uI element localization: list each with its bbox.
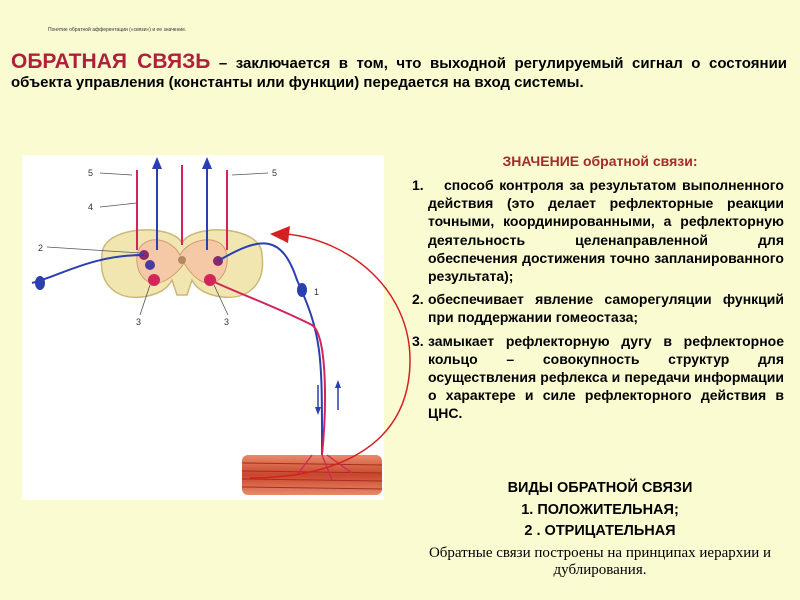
meaning-item-text: замыкает рефлекторную дугу в рефлекторно… [428,332,784,422]
meaning-item: 1. способ контроля за результатом выполн… [412,176,784,285]
types-title: ВИДЫ ОБРАТНОЙ СВЯЗИ [507,480,693,496]
interneuron-mid [145,260,155,270]
type-negative: 2 . ОТРИЦАТЕЛЬНАЯ [524,523,676,539]
diagram-label-5-left: 5 [88,168,93,178]
spinal-ganglion-left [35,276,45,290]
diagram-label-5-right: 5 [272,168,277,178]
meaning-item: 3. замыкает рефлекторную дугу в рефлекто… [412,332,784,423]
meaning-item-number: 1. [412,177,424,193]
meaning-title: ЗНАЧЕНИЕ обратной связи: [502,153,698,169]
diagram-label-4: 4 [88,202,93,212]
meaning-item: 2. обеспечивает явление саморегуляции фу… [412,290,784,326]
meaning-item-text: способ контроля за результатом выполненн… [428,177,784,285]
diagram-label-1: 1 [314,287,319,297]
reflex-arc-diagram: 5 5 4 2 1 3 3 [22,155,384,500]
footer-note: Обратные связи построены на принципах ие… [428,545,772,578]
meaning-item-number: 3. [412,332,424,349]
meaning-item-text: обеспечивает явление саморегуляции функц… [428,291,784,326]
diagram-label-3-right: 3 [224,317,229,327]
spinal-ganglion-right [297,283,307,297]
spinal-cord-illustration: 5 5 4 2 1 3 3 [31,157,383,495]
slide-caption: Понятие обратной афферентации («связи») … [48,27,187,33]
meaning-list: 1. способ контроля за результатом выполн… [412,176,784,428]
definition-paragraph: ОБРАТНАЯ СВЯЗЬ – заключается в том, что … [11,50,788,92]
motor-neuron-left [148,274,160,286]
definition-term: ОБРАТНАЯ СВЯЗЬ [11,50,211,73]
central-canal [178,256,186,264]
type-positive: 1. ПОЛОЖИТЕЛЬНАЯ; [521,501,679,518]
muscle-fiber-bundle [241,454,383,495]
definition-text: – заключается в том, что выходной регули… [11,55,788,91]
diagram-label-3-left: 3 [136,317,141,327]
diagram-label-2: 2 [38,243,43,253]
meaning-item-number: 2. [412,291,424,308]
feedback-types: ВИДЫ ОБРАТНОЙ СВЯЗИ 1. ПОЛОЖИТЕЛЬНАЯ; 2 … [412,478,788,543]
